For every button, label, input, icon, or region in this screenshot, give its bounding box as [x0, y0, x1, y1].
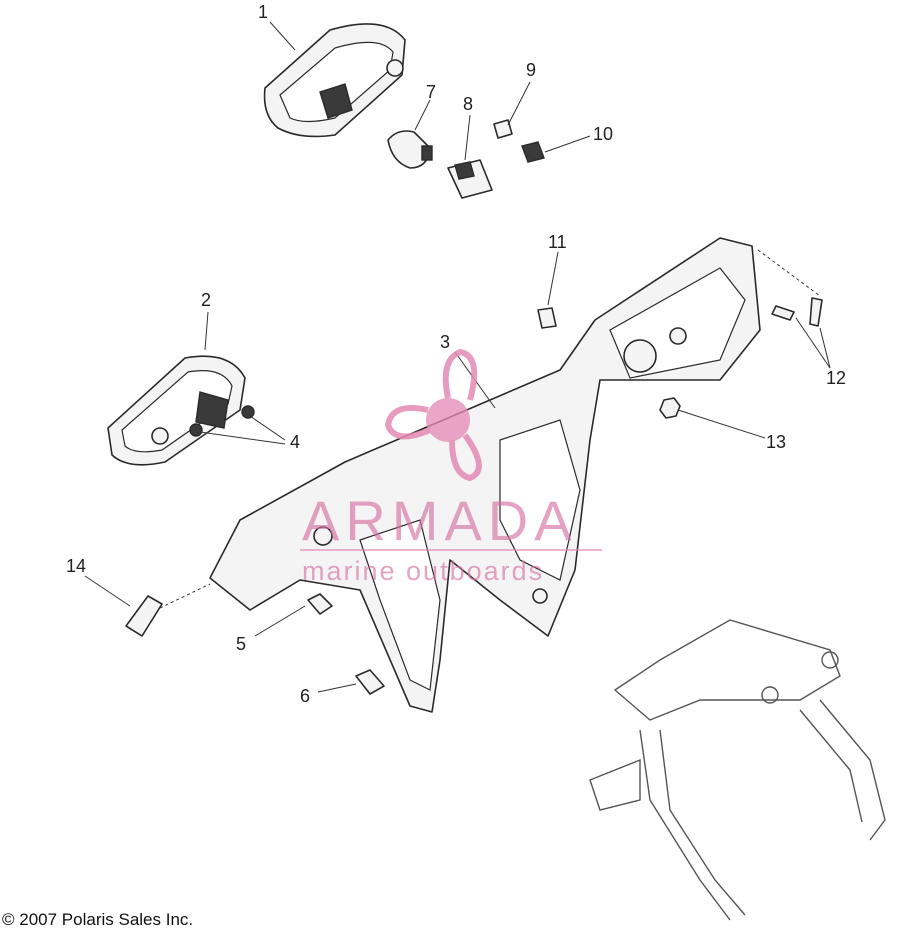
callout-9: 9: [526, 60, 536, 80]
leader-lines: [84, 21, 831, 693]
part-12-screws: [771, 297, 823, 327]
callout-13: 13: [766, 432, 786, 452]
callout-8: 8: [463, 94, 473, 114]
callout-7: 7: [426, 82, 436, 102]
propeller-logo-icon: [384, 348, 482, 482]
part-3-bracket: [209, 237, 761, 713]
callout-10: 10: [593, 124, 613, 144]
callout-11: 11: [548, 232, 567, 252]
part-11-push-pin: [537, 307, 557, 329]
callout-1: 1: [258, 2, 268, 22]
callout-4: 4: [290, 432, 300, 452]
callout-3: 3: [440, 332, 450, 352]
watermark: ARMADA marine outboards: [300, 348, 602, 586]
watermark-brand: ARMADA: [302, 489, 578, 552]
part-5-bolt: [307, 593, 333, 615]
watermark-tagline: marine outboards: [302, 556, 544, 586]
part-7-bulb: [387, 130, 433, 169]
part-4-nuts: [189, 405, 255, 437]
vehicle-frame-outline: [589, 619, 886, 921]
part-10-small-socket: [521, 141, 545, 163]
part-6-bolt: [355, 669, 385, 695]
callout-12: 12: [826, 368, 846, 388]
callout-2: 2: [201, 290, 211, 310]
callout-14: 14: [66, 556, 86, 576]
callout-labels: 1 2 3 4 5 6 7 8 9 10 11 12 13 14: [66, 2, 846, 706]
callout-6: 6: [300, 686, 310, 706]
part-13-nut: [659, 397, 681, 419]
part-9-small-bulb: [493, 119, 513, 139]
part-14-reflector: [125, 595, 163, 637]
copyright-text: © 2007 Polaris Sales Inc.: [2, 910, 194, 929]
callout-5: 5: [236, 634, 246, 654]
part-8-socket: [447, 159, 493, 199]
part-2-tail-light-lower: [107, 355, 246, 466]
part-1-tail-light-upper: [263, 23, 406, 138]
